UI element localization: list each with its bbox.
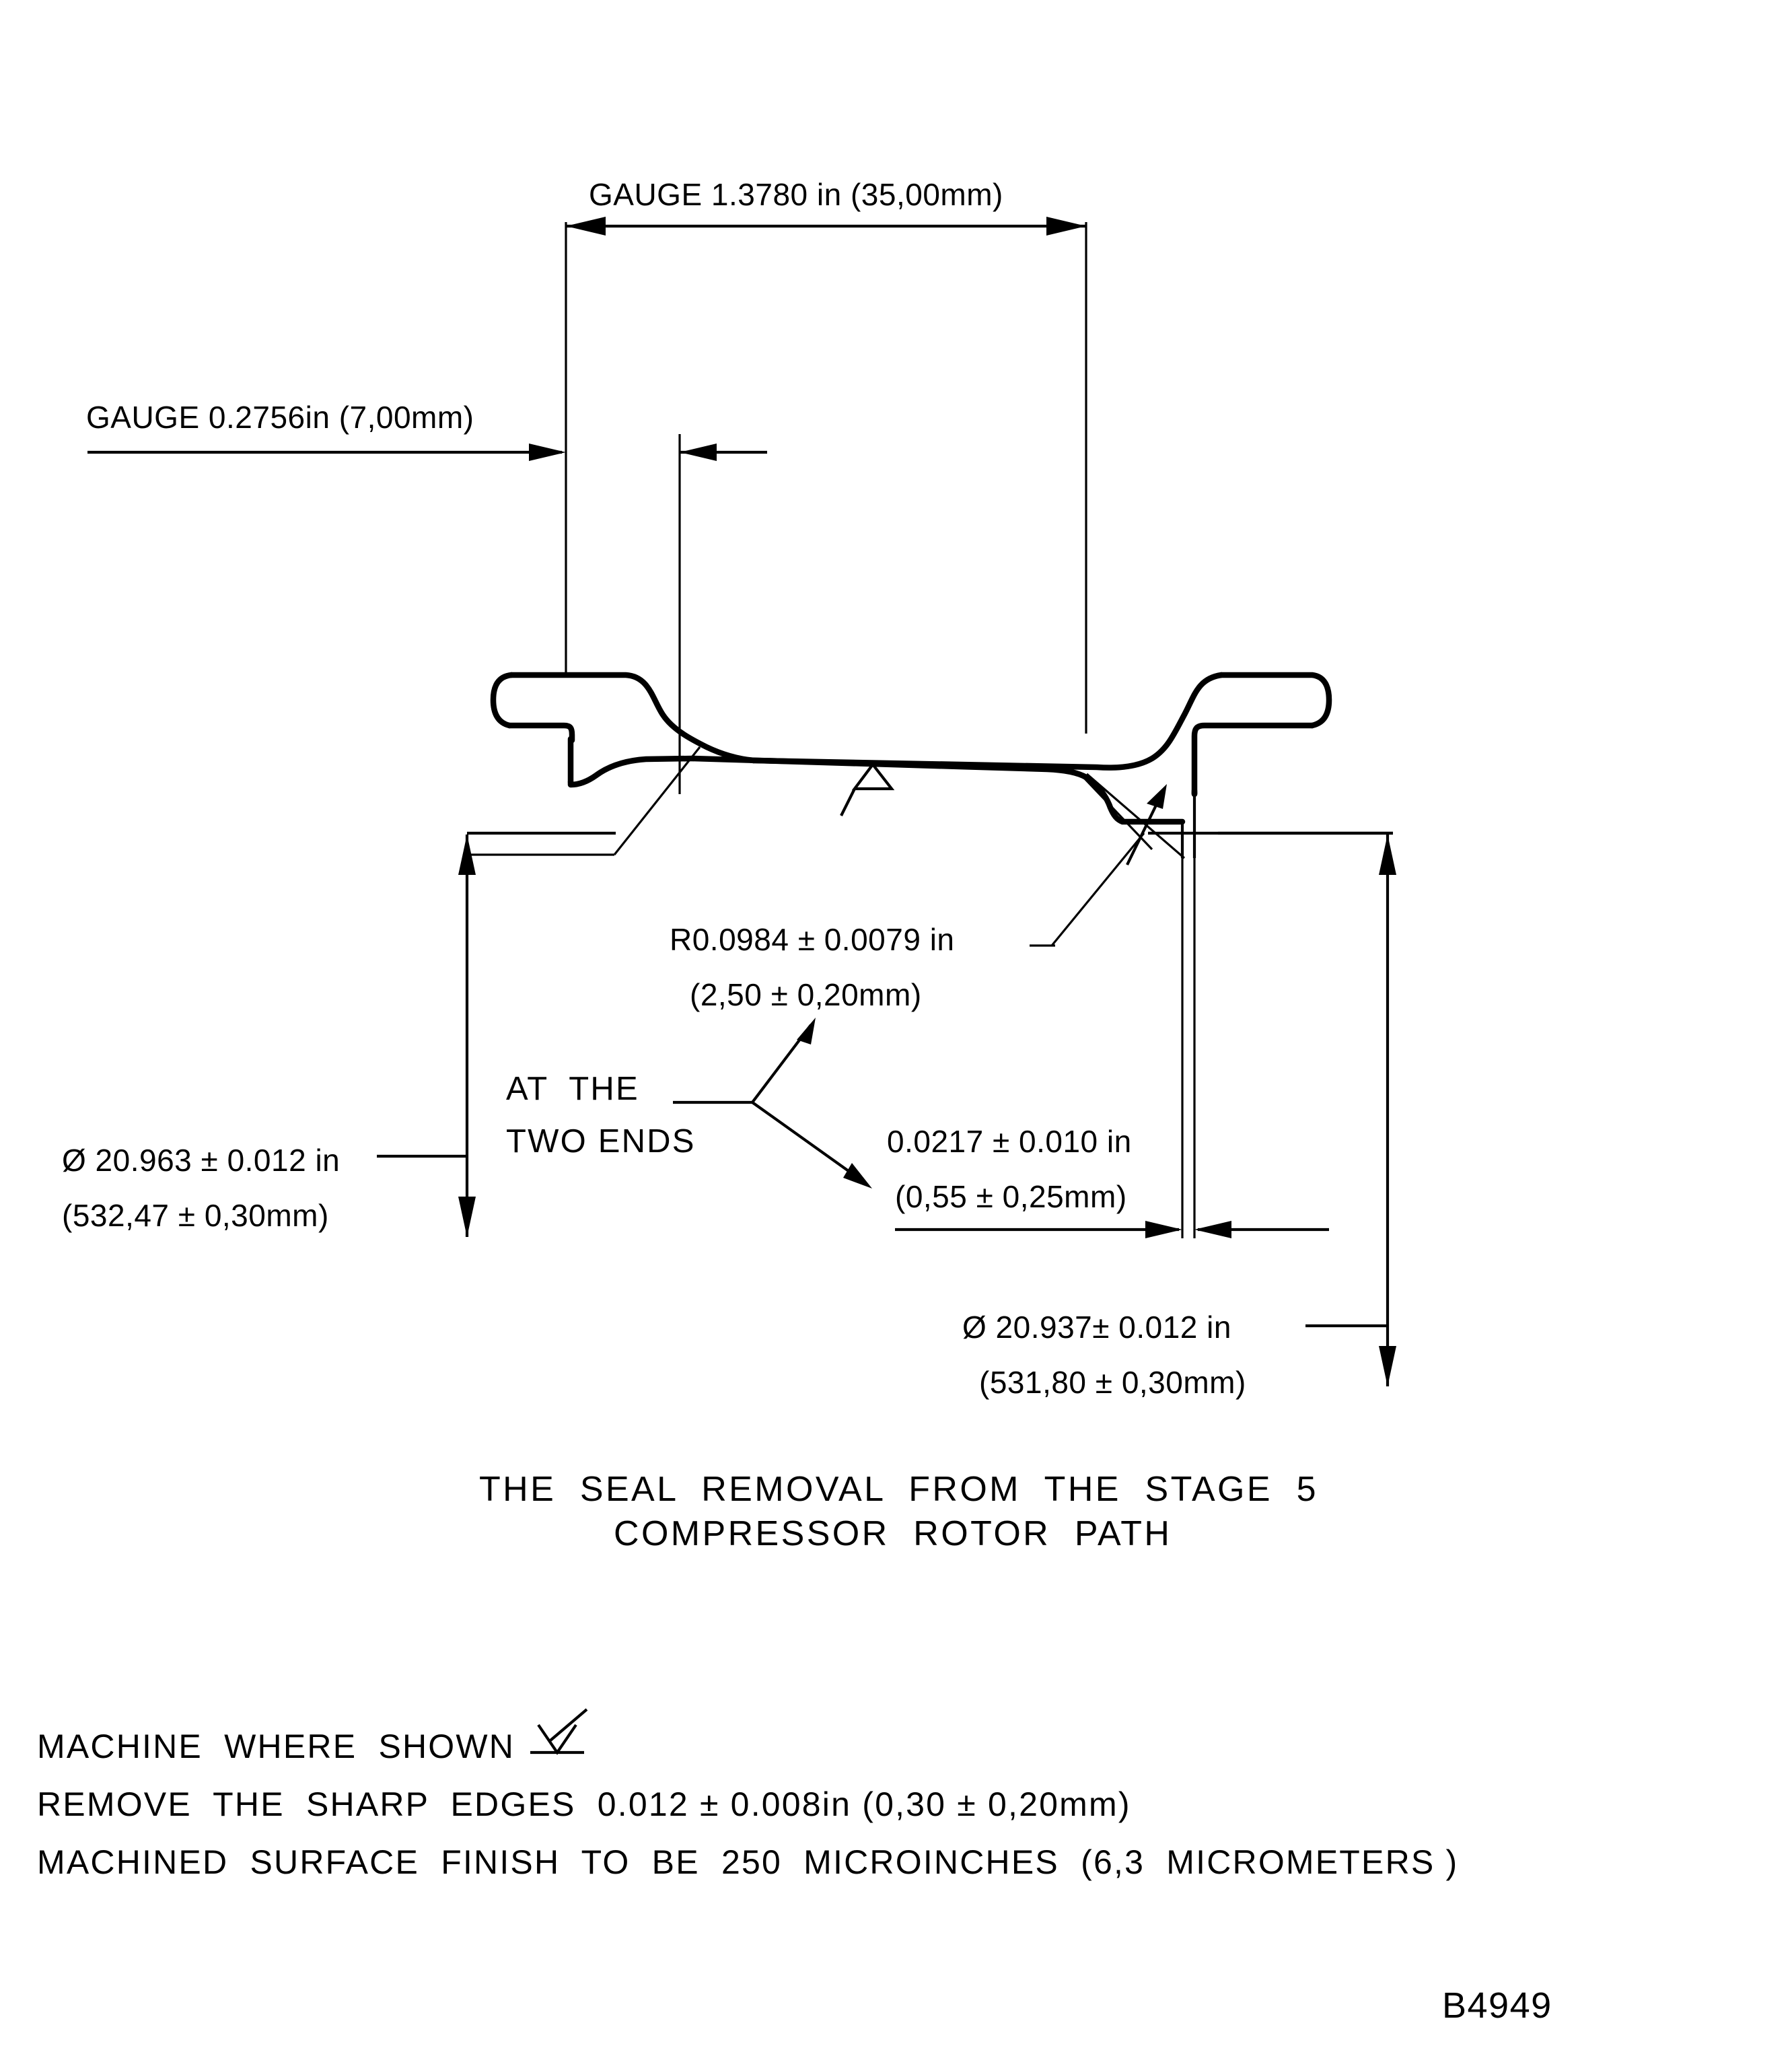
surface-finish-tail bbox=[840, 788, 856, 816]
left-hub-lower-fillet bbox=[567, 755, 696, 788]
arrowhead-dia-left-bottom bbox=[458, 1197, 476, 1237]
part-cross-section bbox=[490, 672, 1393, 858]
document-number: B4949 bbox=[1442, 1985, 1552, 2026]
left-chamfer-leader bbox=[613, 746, 701, 855]
machining-symbol-slash bbox=[549, 1708, 588, 1742]
two-ends-label-line1: AT THE bbox=[506, 1071, 639, 1107]
right-lip-round-end bbox=[1218, 672, 1332, 729]
right-step-bottom bbox=[1107, 804, 1186, 825]
arrowhead-dia-right-bottom bbox=[1379, 1346, 1396, 1386]
radius-label-mm: (2,50 ± 0,20mm) bbox=[690, 977, 922, 1012]
left-flange-upper-profile bbox=[508, 672, 757, 764]
two-ends-leader-down bbox=[751, 1101, 864, 1182]
right-lip-lower-edge bbox=[1191, 722, 1316, 797]
chamfer-arrowhead bbox=[1147, 784, 1167, 809]
arrowhead-right-gauge-overall bbox=[1046, 217, 1086, 236]
dia-right-label-mm: (531,80 ± 0,30mm) bbox=[979, 1365, 1246, 1400]
arrowhead-step-left bbox=[1145, 1221, 1182, 1238]
right-chamfer-leader-alt bbox=[1083, 777, 1153, 851]
note-line-3: MACHINED SURFACE FINISH TO BE 250 MICROI… bbox=[37, 1843, 1458, 1881]
machining-symbol-icon bbox=[530, 1708, 588, 1755]
step-label-in: 0.0217 ± 0.010 in bbox=[887, 1124, 1132, 1159]
step-label-mm: (0,55 ± 0,25mm) bbox=[895, 1179, 1127, 1214]
two-ends-arrowhead-down bbox=[843, 1163, 872, 1189]
dia-right-label-in: Ø 20.937± 0.012 in bbox=[962, 1310, 1231, 1345]
surface-finish-triangle-shape bbox=[851, 762, 895, 791]
at-the-two-ends-leader bbox=[673, 1018, 872, 1189]
surface-finish-triangle-icon bbox=[840, 762, 895, 816]
gauge-overall-label: GAUGE 1.3780 in (35,00mm) bbox=[589, 177, 1003, 212]
drawing-title-line1: THE SEAL REMOVAL FROM THE STAGE 5 bbox=[479, 1470, 1318, 1509]
dia-left-dimension bbox=[377, 831, 616, 1237]
gauge-offset-dimension bbox=[87, 444, 566, 461]
step-dimension bbox=[895, 822, 1329, 1238]
arrowhead-step-right bbox=[1194, 1221, 1231, 1238]
right-chamfer-leader-down bbox=[1085, 773, 1186, 859]
drawing-title-line2: COMPRESSOR ROTOR PATH bbox=[614, 1514, 1172, 1553]
lower-machined-surface bbox=[690, 755, 1114, 811]
dia-right-dimension bbox=[1218, 831, 1396, 1386]
radius-callout-leader-diag bbox=[1050, 832, 1145, 947]
left-lip-round-end bbox=[490, 672, 515, 729]
dia-left-label-mm: (532,47 ± 0,30mm) bbox=[62, 1198, 329, 1233]
arrowhead-gauge-offset bbox=[529, 444, 566, 461]
left-lip-lower-edge bbox=[506, 722, 575, 744]
radius-label-in: R0.0984 ± 0.0079 in bbox=[670, 922, 955, 957]
chamfer-arrow-right bbox=[1126, 784, 1167, 865]
arrowhead-dia-left-top bbox=[458, 835, 476, 875]
dia-left-label-in: Ø 20.963 ± 0.012 in bbox=[62, 1143, 340, 1178]
arrowhead-left-gauge-overall bbox=[566, 217, 606, 236]
note-line-1: MACHINE WHERE SHOWN bbox=[37, 1728, 515, 1765]
gauge-offset-label: GAUGE 0.2756in (7,00mm) bbox=[86, 400, 474, 435]
two-ends-arrowhead-up bbox=[797, 1018, 816, 1044]
upper-seal-land-surface bbox=[750, 672, 1225, 771]
arrowhead-dia-right-top bbox=[1379, 835, 1396, 875]
note-line-2: REMOVE THE SHARP EDGES 0.012 ± 0.008in (… bbox=[37, 1785, 1131, 1823]
machining-symbol-vee bbox=[537, 1724, 577, 1755]
gauge-overall-dimension bbox=[565, 217, 1087, 734]
arrowhead-inner-gauge-offset bbox=[680, 444, 717, 461]
two-ends-label-line2: TWO ENDS bbox=[506, 1123, 696, 1160]
